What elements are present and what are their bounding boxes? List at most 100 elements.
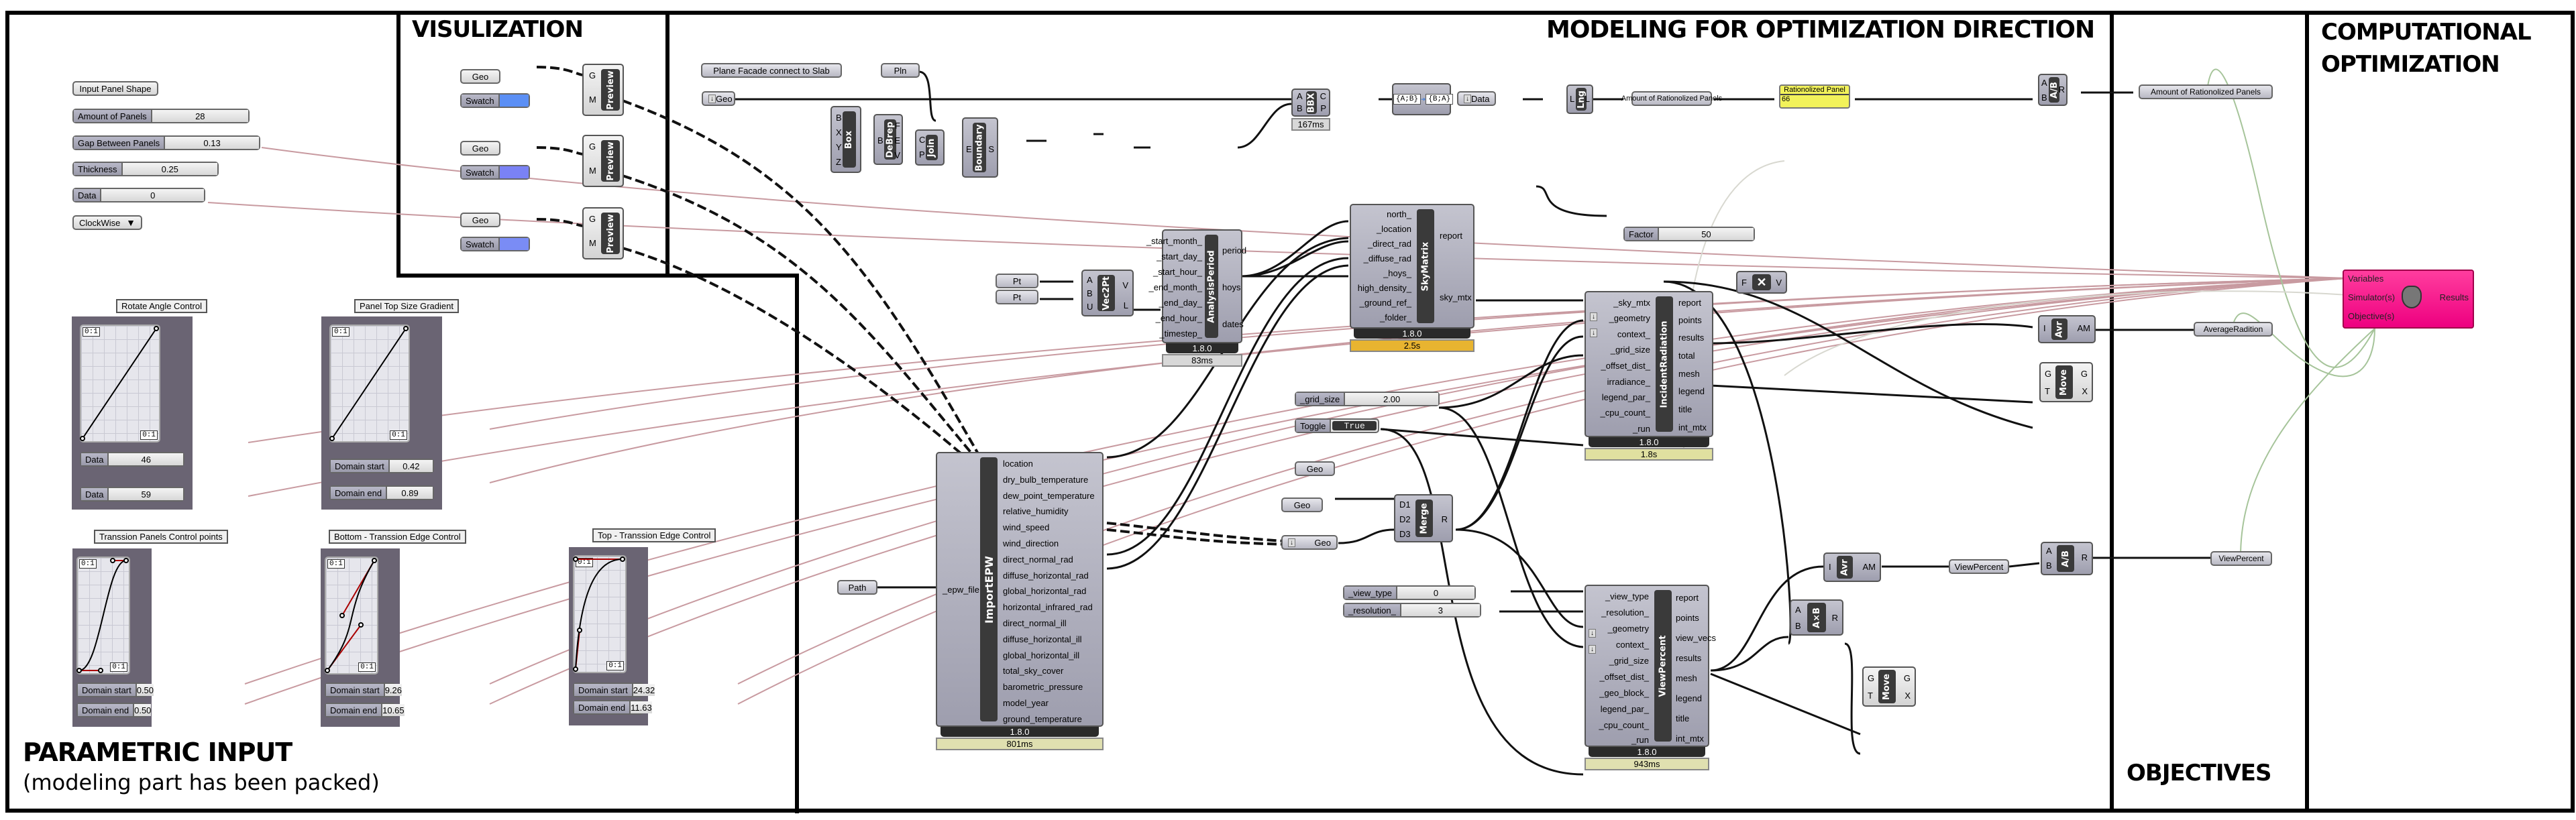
output-pin[interactable]: legend (1678, 386, 1705, 396)
input-pin[interactable]: _start_hour_ (1153, 267, 1202, 277)
flatten-icon[interactable]: ↓ (708, 94, 716, 103)
input-pin[interactable]: _view_type (1605, 591, 1649, 601)
slider-value[interactable]: 50 (1658, 228, 1754, 240)
input-pin[interactable]: A (1087, 275, 1093, 285)
flatten-icon[interactable]: ↓ (1464, 94, 1471, 103)
input-pin[interactable]: T (1868, 691, 1873, 701)
output-pin[interactable]: AM (1862, 562, 1876, 572)
output-pin[interactable]: mesh (1676, 673, 1697, 683)
vec2pt-component[interactable]: A B U Vec2Pt V L (1081, 270, 1134, 316)
output-pin[interactable]: wind_speed (1003, 522, 1050, 533)
division-component[interactable]: A B A/B R (2041, 542, 2093, 575)
input-pin[interactable]: Simulator(s) (2348, 292, 2396, 302)
toggle-run[interactable]: Toggle True (1295, 418, 1379, 433)
output-pin[interactable]: R (2081, 552, 2088, 563)
merge-component[interactable]: D1 D2 D3 Merge R (1394, 494, 1453, 542)
swatch-color[interactable] (499, 95, 529, 107)
multiplication-component[interactable]: A B A×B R (1790, 599, 1843, 636)
output-pin[interactable]: report (1440, 231, 1462, 241)
output-pin[interactable]: R (1831, 613, 1838, 623)
amount-of-panels-slider[interactable]: Amount of Panels 28 (72, 109, 250, 123)
input-pin[interactable]: Variables (2348, 274, 2384, 284)
input-pin[interactable]: high_density_ (1357, 283, 1411, 293)
input-pin[interactable]: _sky_mtx (1613, 298, 1650, 308)
input-pin[interactable]: _run (1631, 735, 1649, 745)
input-pin[interactable]: D1 (1399, 500, 1411, 510)
rationalized-panel[interactable]: Rationolized Panel 66 (1779, 84, 1850, 109)
analysis-period-component[interactable]: _start_month_ _start_day_ _start_hour_ _… (1146, 229, 1246, 343)
pln-param[interactable]: Pln (881, 63, 920, 78)
swatch-color[interactable] (499, 166, 529, 178)
input-pin[interactable]: _epw_file (943, 585, 979, 595)
galapagos-component[interactable]: Variables Simulator(s) Objective(s) Resu… (2343, 270, 2474, 329)
input-pin[interactable]: B (836, 113, 842, 123)
input-pin[interactable]: _offset_dist_ (1599, 672, 1649, 682)
slider-value[interactable]: 2.00 (1345, 393, 1438, 405)
input-pin[interactable]: U (1087, 302, 1093, 312)
input-pin[interactable]: A (2046, 546, 2052, 556)
slider-value[interactable]: 0.25 (122, 163, 217, 175)
input-pin[interactable]: M (589, 238, 596, 248)
dropdown-triangle-icon[interactable]: ▼ (126, 217, 136, 228)
data-slider[interactable]: Data 0 (72, 188, 205, 202)
input-pin[interactable]: Z (836, 157, 841, 167)
output-pin[interactable]: R (1441, 514, 1448, 524)
output-pin[interactable]: global_horizontal_rad (1003, 586, 1087, 597)
list-length-component[interactable]: L Lng L (1566, 84, 1593, 114)
slider-value[interactable]: 24.32 (633, 684, 655, 696)
output-pin[interactable]: sky_mtx (1440, 292, 1472, 302)
input-pin[interactable]: _hoys_ (1383, 268, 1411, 278)
input-pin[interactable]: L (1570, 94, 1575, 104)
geo-param[interactable]: Geo (460, 213, 500, 227)
output-pin[interactable]: S (988, 144, 994, 154)
objective-average-radiation[interactable]: AverageRadition (2194, 322, 2273, 337)
geo-param[interactable]: Geo (1281, 497, 1323, 512)
thickness-slider[interactable]: Thickness 0.25 (72, 162, 219, 176)
preview-component[interactable]: G M Preview (582, 64, 624, 116)
output-pin[interactable]: total_sky_cover (1003, 666, 1064, 677)
output-pin[interactable]: period (1222, 245, 1247, 255)
input-pin[interactable]: context_ (1617, 329, 1650, 339)
input-pin[interactable]: irradiance_ (1607, 377, 1650, 387)
input-pin[interactable]: Objective(s) (2348, 311, 2395, 321)
input-pin[interactable]: A (1297, 91, 1303, 101)
output-pin[interactable]: relative_humidity (1003, 506, 1069, 517)
swatch-param[interactable]: Swatch (460, 237, 530, 251)
input-pin[interactable]: _start_day_ (1157, 251, 1202, 261)
gap-between-panels-slider[interactable]: Gap Between Panels 0.13 (72, 135, 260, 150)
input-pin[interactable]: B (2041, 93, 2047, 103)
output-pin[interactable]: C (1320, 91, 1326, 101)
input-pin[interactable]: B (2046, 561, 2052, 571)
input-pin[interactable]: I (2043, 323, 2046, 333)
debrep-component[interactable]: B DeBrep F E V (873, 114, 903, 165)
geo-param[interactable]: ↓ Geo (702, 91, 735, 106)
input-pin[interactable]: north_ (1387, 209, 1411, 219)
graph-area[interactable]: 0:1 0:1 (80, 325, 160, 443)
output-pin[interactable]: X (2082, 386, 2088, 396)
slider-value[interactable]: 28 (152, 110, 248, 122)
output-pin[interactable]: X (1904, 691, 1911, 701)
path-param[interactable]: Path (837, 580, 877, 595)
pt-param[interactable]: Pt (996, 274, 1038, 288)
output-pin[interactable]: AM (2077, 323, 2091, 333)
input-pin[interactable]: B (1795, 621, 1801, 631)
swatch-param[interactable]: Swatch (460, 165, 530, 180)
slider-value[interactable]: 11.63 (631, 701, 652, 713)
input-pin[interactable]: _offset_dist_ (1601, 361, 1650, 371)
output-pin[interactable]: L (1123, 300, 1128, 310)
flatten-icon[interactable]: ↓ (1590, 329, 1597, 337)
output-pin[interactable]: V (1122, 280, 1128, 290)
grid-size-slider[interactable]: _grid_size 2.00 (1295, 392, 1440, 406)
input-pin[interactable]: _direct_rad (1367, 239, 1411, 249)
input-pin[interactable]: _end_hour_ (1155, 313, 1202, 323)
box-component[interactable]: B X Y Z Box (830, 106, 861, 173)
input-pin[interactable]: G (589, 214, 596, 224)
output-pin[interactable]: location (1003, 459, 1033, 469)
